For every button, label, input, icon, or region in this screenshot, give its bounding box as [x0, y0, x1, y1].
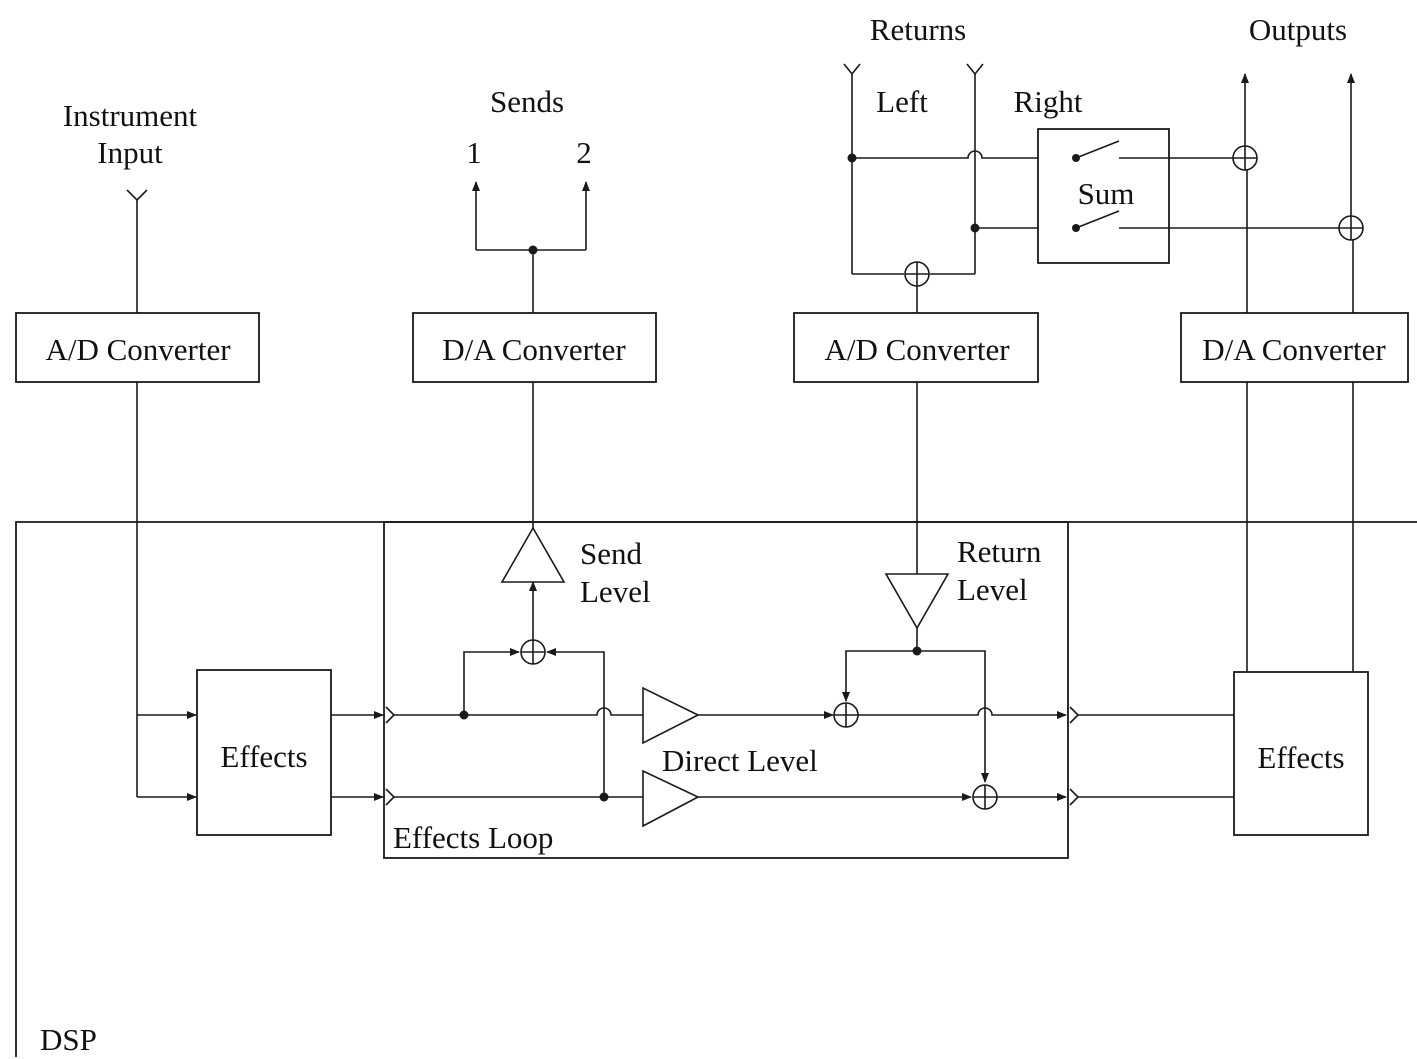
ad-converter-input-box	[15, 312, 260, 383]
return-left-jack-icon	[843, 63, 861, 76]
effects-post-label: Effects	[1257, 740, 1344, 775]
effects-loop-label: Effects Loop	[393, 820, 553, 855]
direct-level-amplifier-top	[642, 686, 700, 745]
instrument-input-label-line2: Input	[97, 135, 163, 170]
da-converter-output-box	[1180, 312, 1409, 383]
loop-input-jack-bottom-icon	[385, 788, 396, 806]
return-level-amplifier	[884, 573, 950, 630]
sends-label: Sends	[490, 84, 564, 119]
da-converter-send-box	[412, 312, 657, 383]
return-right-jack-icon	[966, 63, 984, 76]
ad-converter-return-label: A/D Converter	[824, 332, 1010, 367]
sum-switch-box	[1037, 128, 1170, 264]
outputs-label: Outputs	[1249, 12, 1347, 47]
send-2-label: 2	[576, 135, 592, 170]
effects-pre-box	[196, 669, 332, 836]
instrument-input-jack-icon	[126, 189, 148, 202]
da-converter-output-label: D/A Converter	[1202, 332, 1386, 367]
send-level-label-line2: Level	[580, 574, 651, 609]
send-level-label-line1: Send	[580, 536, 643, 571]
ad-converter-input-label: A/D Converter	[45, 332, 231, 367]
left-label: Left	[876, 84, 928, 119]
dsp-label: DSP	[40, 1022, 97, 1057]
send-1-label: 1	[466, 135, 482, 170]
ad-converter-return-box	[793, 312, 1039, 383]
send-level-amplifier	[500, 526, 566, 583]
sum-switch-top-icon	[1075, 140, 1120, 159]
effects-loop-frame	[383, 521, 1069, 859]
direct-level-amplifier-bottom	[642, 769, 700, 828]
loop-output-jack-bottom-icon	[1069, 788, 1080, 806]
sum-switch-bottom-icon	[1075, 210, 1120, 229]
loop-output-jack-top-icon	[1069, 706, 1080, 724]
instrument-input-label-line1: Instrument	[63, 98, 198, 133]
loop-input-jack-top-icon	[385, 706, 396, 724]
sum-label: Sum	[1078, 176, 1135, 211]
right-label: Right	[1014, 84, 1083, 119]
direct-level-label: Direct Level	[662, 743, 818, 778]
return-level-label-line2: Level	[957, 572, 1028, 607]
return-level-label-line1: Return	[957, 534, 1042, 569]
da-converter-send-label: D/A Converter	[442, 332, 626, 367]
returns-label: Returns	[870, 12, 966, 47]
effects-pre-label: Effects	[220, 739, 307, 774]
effects-post-box	[1233, 671, 1369, 836]
